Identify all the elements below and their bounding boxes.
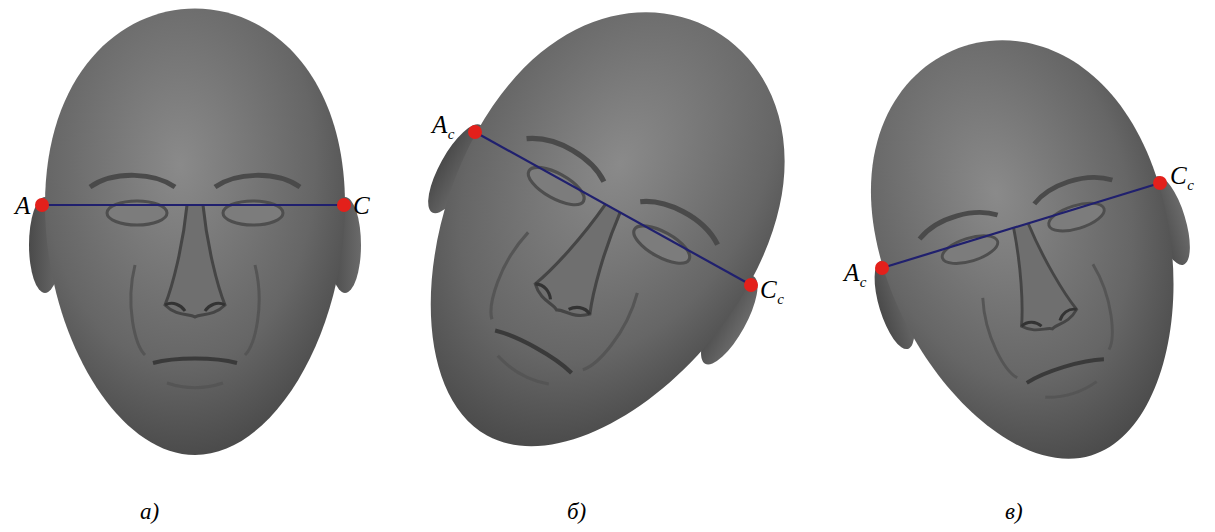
head [29, 9, 361, 456]
point-subscript: c [860, 275, 867, 290]
point-label: A [432, 112, 447, 137]
point-dot [468, 125, 482, 139]
point-label: C [760, 277, 777, 302]
point-label: A [15, 193, 30, 218]
panel-caption: а) [140, 500, 159, 523]
point-label: C [353, 193, 370, 218]
point-label: C [1170, 163, 1187, 188]
point-dot [337, 198, 351, 212]
head [813, 0, 1215, 502]
point-label: A [844, 260, 859, 285]
point-dot [1153, 176, 1167, 190]
point-subscript: c [777, 292, 784, 307]
point-subscript: c [1187, 178, 1194, 193]
point-dot [875, 261, 889, 275]
point-dot [744, 278, 758, 292]
measure-line [882, 183, 1160, 268]
measure-line [42, 204, 344, 206]
point-dot [35, 198, 49, 212]
panel-caption: б) [567, 500, 586, 523]
measure-line [475, 132, 751, 285]
point-subscript: c [448, 127, 455, 142]
panel-caption: в) [1005, 500, 1023, 523]
head [336, 0, 863, 519]
